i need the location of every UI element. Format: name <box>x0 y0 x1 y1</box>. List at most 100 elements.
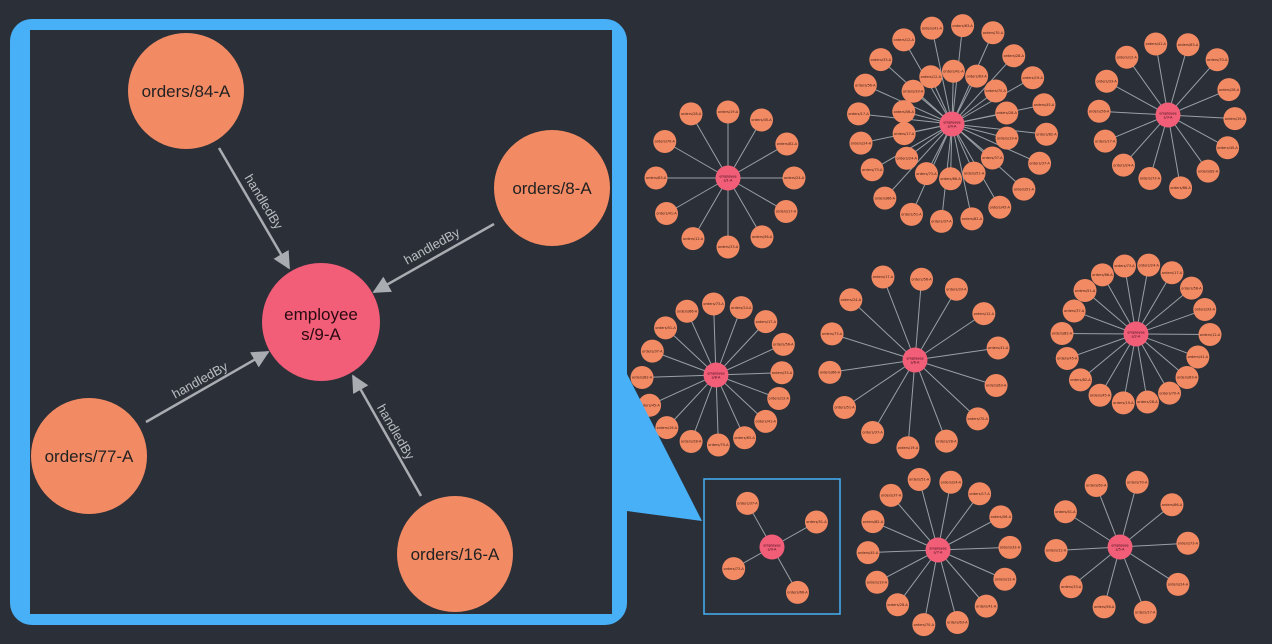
order-node[interactable]: orders/70-A <box>706 433 730 457</box>
order-node[interactable]: orders/24-A <box>895 146 919 170</box>
order-node[interactable]: orders/33-A <box>944 277 968 301</box>
order-node[interactable]: orders/70-A <box>1125 470 1149 494</box>
order-node[interactable]: orders/70-A <box>981 21 1005 45</box>
order-node[interactable]: orders/56-A <box>853 73 877 97</box>
order-node[interactable]: orders/37-A <box>929 209 953 233</box>
order-node[interactable]: orders/70-A <box>912 613 936 637</box>
order-node[interactable]: orders/12-A <box>1198 323 1222 347</box>
order-node[interactable]: orders/24-A <box>1166 572 1190 596</box>
order-node[interactable]: orders/51-A <box>804 510 828 534</box>
order-node[interactable]: orders/33-A <box>770 361 794 385</box>
order-node[interactable]: orders/33-A <box>1059 575 1083 599</box>
order-node[interactable]: orders/41-A <box>1053 500 1077 524</box>
order-node[interactable]: orders/28-A <box>934 429 958 453</box>
order-node[interactable]: orders/66-A <box>785 580 809 604</box>
order-node[interactable]: orders/28-A <box>995 101 1019 125</box>
order-node[interactable]: orders/51-A <box>899 202 923 226</box>
order-node[interactable]: orders/12-A <box>972 302 996 326</box>
order-node[interactable]: orders/45-A <box>1032 93 1056 117</box>
order-node[interactable]: orders/19-A <box>896 436 920 460</box>
order-node[interactable]: orders/41-A <box>655 202 679 225</box>
order-node[interactable]: orders/12-A <box>892 28 916 52</box>
order-node[interactable]: orders/19-A <box>1021 66 1045 90</box>
order-node[interactable]: orders/33-A <box>869 48 893 72</box>
order-node[interactable]: orders/66-A <box>1090 263 1114 287</box>
order-node[interactable]: orders/66-A <box>818 360 842 384</box>
order-node[interactable]: orders/56-A <box>1092 595 1116 619</box>
order-node[interactable]: orders/82-A <box>1196 159 1220 183</box>
order-node[interactable]: orders/37-A <box>861 421 885 445</box>
order-node[interactable]: orders/56-A <box>1179 276 1203 300</box>
order-node[interactable]: orders/56-A <box>910 267 934 291</box>
order-node[interactable]: orders/73-A <box>1176 531 1200 555</box>
order-node[interactable]: orders/28-A <box>886 593 910 617</box>
order-node[interactable]: orders/82-A <box>1069 368 1093 392</box>
order-node[interactable]: orders/17-A <box>774 200 798 223</box>
order-node[interactable]: orders/70-A <box>1205 48 1229 72</box>
order-node[interactable]: orders/24-A <box>939 470 963 494</box>
order-node[interactable]: orders/51-A <box>962 161 986 185</box>
order-node[interactable]: orders/56-A <box>1087 99 1111 123</box>
order-node[interactable]: orders/82-A <box>775 132 799 156</box>
order-node[interactable]: orders/63-A <box>965 64 989 88</box>
order-node[interactable]: orders/66-A <box>873 186 897 210</box>
order-node[interactable]: orders/66-A <box>675 299 699 323</box>
order-node[interactable]: orders/45-A <box>750 108 773 132</box>
order-node[interactable]: orders/24-A <box>839 288 863 312</box>
order-node[interactable]: orders/24-A <box>1111 153 1135 177</box>
order-node[interactable]: orders/17-A <box>1160 261 1184 285</box>
order-node[interactable]: orders/82-A <box>1034 122 1058 146</box>
order-node[interactable]: orders/19-A <box>865 570 889 594</box>
order-node[interactable]: orders/19-A <box>1223 107 1247 131</box>
order-node[interactable]: orders/19-A <box>716 100 740 124</box>
order-node[interactable]: orders/19-A <box>655 416 679 440</box>
order-node[interactable]: orders/41-A <box>920 16 944 40</box>
order-node[interactable]: orders/33-A <box>716 235 740 259</box>
order-node[interactable]: orders/24-A <box>729 296 753 320</box>
order-node[interactable]: orders/28-A <box>679 429 703 453</box>
order-node[interactable]: orders/12-A <box>1044 539 1068 563</box>
order-node[interactable]: orders/41-A <box>754 409 778 433</box>
order-node[interactable]: orders/45-A <box>1088 383 1112 407</box>
order-node[interactable]: orders/37-A <box>1062 299 1086 323</box>
order-node[interactable]: orders/77-A <box>31 398 147 514</box>
order-node[interactable]: orders/24-A <box>849 131 873 155</box>
order-node[interactable]: orders/51-A <box>654 316 678 340</box>
order-node[interactable]: orders/19-A <box>1111 391 1135 415</box>
order-node[interactable]: orders/73-A <box>1113 254 1137 278</box>
order-node[interactable]: orders/45-A <box>1216 136 1240 160</box>
order-node[interactable]: orders/63-A <box>1084 473 1108 497</box>
order-node[interactable]: orders/84-A <box>128 33 244 149</box>
order-node[interactable]: orders/51-A <box>1012 177 1036 201</box>
order-node[interactable]: orders/17-A <box>968 482 992 506</box>
order-node[interactable]: orders/73-A <box>860 158 884 182</box>
order-node[interactable]: orders/66-A <box>1160 493 1184 517</box>
order-node[interactable]: orders/33-A <box>998 535 1022 559</box>
order-node[interactable]: orders/24-A <box>1137 253 1161 277</box>
order-node[interactable]: orders/73-A <box>820 322 844 346</box>
order-node[interactable]: orders/28-A <box>679 102 703 126</box>
order-node[interactable]: orders/66-A <box>1169 176 1193 200</box>
order-node[interactable]: orders/45-A <box>988 195 1012 219</box>
order-node[interactable]: orders/12-A <box>767 387 791 411</box>
order-node[interactable]: orders/45-A <box>1055 346 1079 370</box>
order-node[interactable]: orders/82-A <box>960 207 984 231</box>
order-node[interactable]: orders/12-A <box>1115 45 1139 69</box>
order-node[interactable]: orders/56-A <box>771 332 795 356</box>
order-node[interactable]: orders/51-A <box>907 467 931 491</box>
order-node[interactable]: orders/28-A <box>1002 44 1026 68</box>
order-node[interactable]: orders/70-A <box>1158 381 1182 405</box>
order-node[interactable]: orders/51-A <box>1073 279 1097 303</box>
order-node[interactable]: orders/73-A <box>722 557 746 581</box>
order-node[interactable]: orders/33-A <box>1193 298 1217 322</box>
order-node[interactable]: orders/63-A <box>945 610 969 634</box>
order-node[interactable]: orders/63-A <box>733 426 757 450</box>
order-node[interactable]: orders/12-A <box>681 227 705 251</box>
order-node[interactable]: orders/17-A <box>754 310 778 334</box>
order-node[interactable]: orders/17-A <box>892 122 916 146</box>
